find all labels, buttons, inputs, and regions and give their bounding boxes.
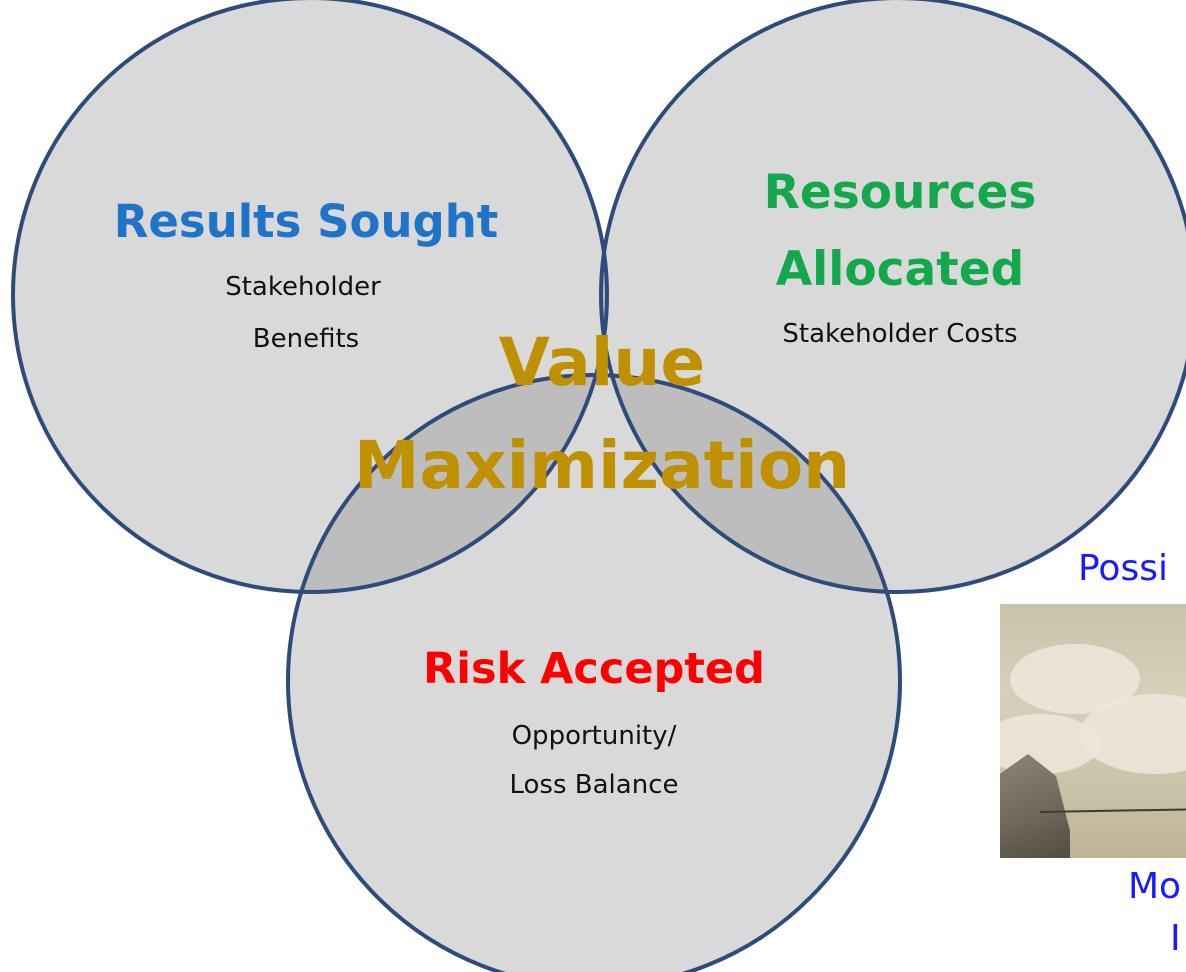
results-circle-outline xyxy=(11,0,609,594)
results-title: Results Sought xyxy=(114,195,499,248)
overlap-results-risk xyxy=(288,375,607,592)
tightrope-photo xyxy=(1000,604,1186,858)
risk-subtitle-line2: Loss Balance xyxy=(510,770,679,800)
resources-title-line1: Resources xyxy=(764,165,1037,220)
resources-circle-outline xyxy=(599,0,1186,594)
results-subtitle-line2: Benefits xyxy=(253,324,359,354)
side-top-text: Possi xyxy=(1078,548,1168,589)
risk-circle-outline xyxy=(286,373,902,972)
resources-title-line2: Allocated xyxy=(776,242,1024,297)
center-title-line1: Value xyxy=(499,324,705,401)
side-bottom-line1: Mo xyxy=(1128,866,1182,907)
risk-title: Risk Accepted xyxy=(423,644,765,694)
resources-subtitle: Stakeholder Costs xyxy=(782,319,1017,349)
side-bottom-line2: I xyxy=(1170,918,1181,959)
risk-subtitle-line1: Opportunity/ xyxy=(512,721,677,751)
overlap-resources-risk xyxy=(601,375,900,592)
center-title-line2: Maximization xyxy=(354,427,850,504)
results-subtitle-line1: Stakeholder xyxy=(225,272,381,302)
